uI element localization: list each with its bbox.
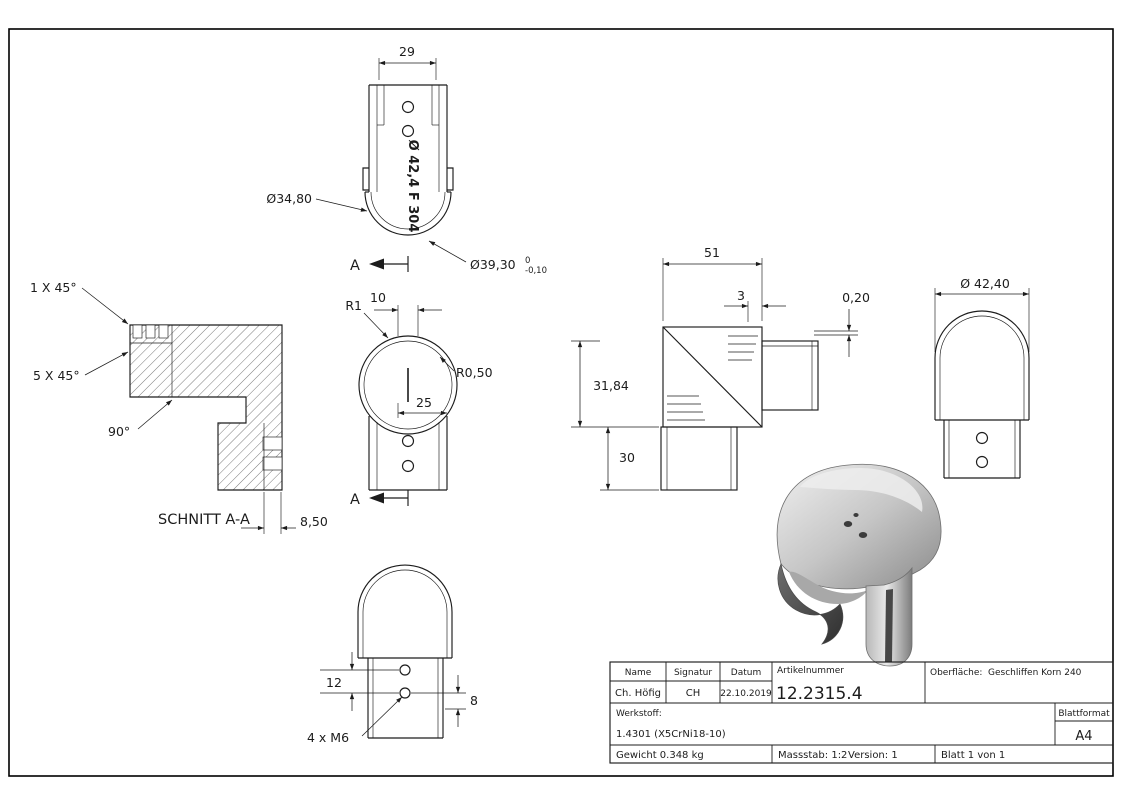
section-cut-area: [129, 324, 283, 491]
article-number: 12.2315.4: [776, 684, 863, 704]
render-hole: [843, 521, 853, 527]
dim-30: 30: [619, 450, 635, 465]
title-block: Name Signatur Datum Artikelnummer Oberfl…: [609, 661, 1114, 764]
hole: [975, 431, 989, 445]
view-side: 51 3 0,20 31,84 30: [571, 245, 870, 491]
section-arrow-top: [369, 258, 384, 270]
date-value: 22.10.2019: [720, 689, 772, 699]
hole: [401, 100, 415, 114]
render-3d: [776, 463, 942, 667]
th-datum: Datum: [731, 668, 761, 678]
tolerance-lower: -0,10: [525, 266, 547, 276]
sheet-format-label: Blattformat: [1058, 709, 1110, 719]
dim-r1: R1: [345, 298, 362, 313]
th-name: Name: [625, 668, 652, 678]
weight-value: Gewicht 0.348 kg: [616, 750, 704, 761]
version-value: Version: 1: [848, 750, 898, 761]
material-value: 1.4301 (X5CrNi18-10): [616, 729, 726, 740]
th-signatur: Signatur: [674, 668, 712, 678]
note-90deg: 90°: [108, 424, 130, 439]
sheet-count: Blatt 1 von 1: [941, 750, 1005, 761]
dim-dia-39-30: Ø39,30: [470, 257, 516, 272]
dim-8: 8: [470, 693, 478, 708]
view-section: 1 X 45° 5 X 45° 90° 8,50 SCHNITT A-A: [30, 280, 328, 534]
dim-dia-34-80: Ø34,80: [266, 191, 312, 206]
render-hole: [853, 513, 859, 517]
scale-value: Massstab: 1:2: [778, 750, 847, 761]
dim-dia-42-40: Ø 42,40: [960, 276, 1010, 291]
surface-value: Geschliffen Korn 240: [988, 668, 1082, 678]
dim-8-50: 8,50: [300, 514, 328, 529]
section-marker-a-bottom: A: [350, 492, 360, 508]
dim-10: 10: [370, 290, 386, 305]
section-marker-a-top: A: [350, 258, 360, 274]
note-1x45: 1 X 45°: [30, 280, 77, 295]
render-cap-highlight: [800, 467, 923, 512]
dim-51: 51: [704, 245, 720, 260]
note-5x45: 5 X 45°: [33, 368, 80, 383]
render-hole: [858, 532, 868, 538]
dim-12: 12: [326, 675, 342, 690]
dim-3: 3: [737, 288, 745, 303]
author-name: Ch. Höfig: [615, 688, 661, 699]
render-channel-opening: [777, 562, 844, 645]
section-hole: [262, 456, 283, 471]
hole: [401, 124, 415, 138]
note-4xm6: 4 x M6: [307, 730, 349, 745]
material-label: Werkstoff:: [616, 709, 662, 719]
dim-29: 29: [399, 44, 415, 59]
th-artikelnummer: Artikelnummer: [777, 666, 844, 676]
section-hole: [262, 436, 283, 451]
part-marking: Ø 42,4 F 304: [405, 140, 420, 233]
hole: [399, 664, 411, 676]
tolerance-upper: 0: [525, 256, 530, 266]
section-title: SCHNITT A-A: [158, 512, 250, 528]
view-bottom: 12 8 4 x M6: [307, 564, 478, 745]
hole: [399, 687, 411, 699]
render-inner-wall: [789, 571, 868, 604]
surface-label: Oberfläche:: [930, 668, 982, 678]
view-end: Ø 42,40: [934, 276, 1030, 479]
render-stub-slot: [885, 589, 893, 662]
dim-0-20: 0,20: [842, 290, 870, 305]
view-top: A A 10 R1 R0,50 25: [345, 256, 493, 508]
section-arrow-bottom: [369, 492, 384, 504]
dim-25: 25: [416, 395, 432, 410]
hole: [401, 434, 415, 448]
author-signatur: CH: [686, 688, 701, 699]
view-front: Ø 42,4 F 304 29 Ø34,80 Ø39,30 0 -0,10: [266, 44, 547, 276]
hole: [975, 455, 989, 469]
dim-31-84: 31,84: [593, 378, 629, 393]
sheet-border: [8, 28, 1114, 777]
dim-r0-50: R0,50: [456, 365, 493, 380]
hole: [401, 459, 415, 473]
sheet-format-value: A4: [1075, 729, 1092, 744]
